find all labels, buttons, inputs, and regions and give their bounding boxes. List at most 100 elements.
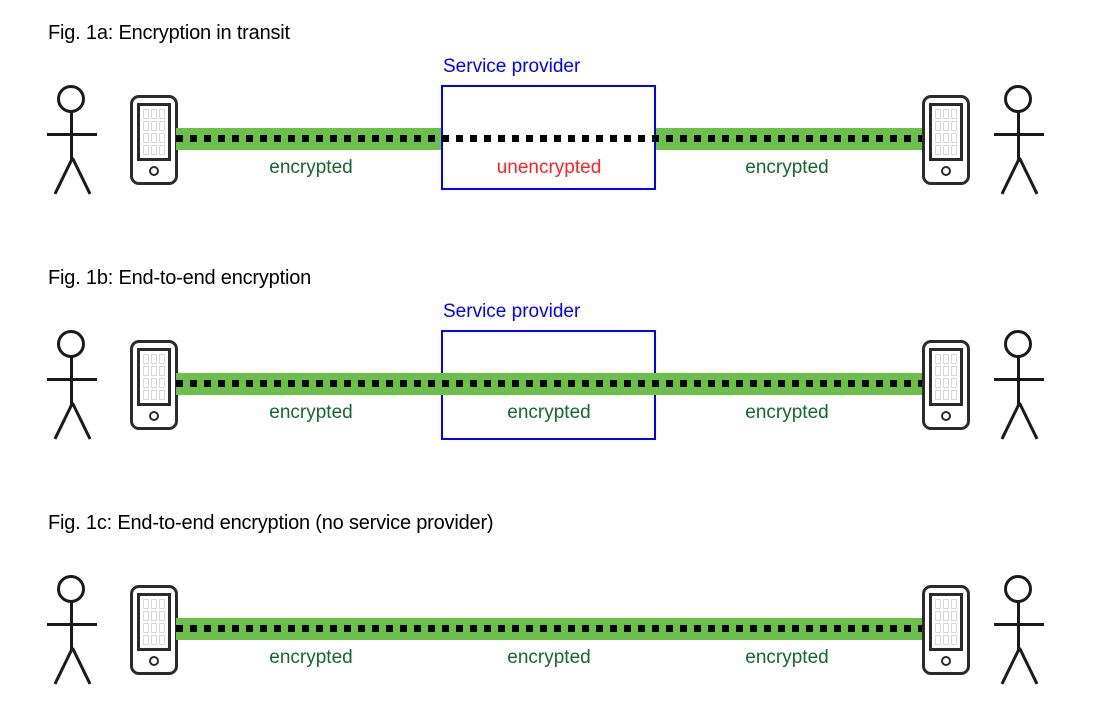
phone-screen <box>929 348 963 406</box>
app-icon <box>159 611 165 621</box>
app-icon <box>951 133 957 143</box>
app-icon <box>951 366 957 376</box>
app-icon <box>159 145 165 155</box>
figure-1b-service-provider-label: Service provider <box>443 301 581 322</box>
app-icon <box>951 378 957 388</box>
app-icon <box>159 366 165 376</box>
app-icon <box>159 635 165 645</box>
app-icon <box>143 366 149 376</box>
app-icon <box>951 145 957 155</box>
figure-1b-caption-right: encrypted <box>745 402 829 423</box>
arms-line <box>47 378 97 381</box>
figure-1a: Fig. 1a: Encryption in transit Service p… <box>0 0 1100 240</box>
app-icon <box>935 145 941 155</box>
leg-left-line <box>1000 157 1021 195</box>
app-icon <box>159 109 165 119</box>
figure-1c-user-right <box>988 575 1050 685</box>
app-icon <box>951 109 957 119</box>
app-icon <box>935 354 941 364</box>
head-icon <box>57 575 85 603</box>
arms-line <box>994 623 1044 626</box>
app-icon <box>143 611 149 621</box>
phone-screen <box>137 348 171 406</box>
phone-screen <box>929 103 963 161</box>
phone-screen <box>137 593 171 651</box>
figure-1c-caption-right: encrypted <box>745 647 829 668</box>
app-icon <box>159 378 165 388</box>
figure-1a-service-provider-label: Service provider <box>443 56 581 77</box>
phone-screen <box>137 103 171 161</box>
app-icon <box>151 354 157 364</box>
app-icon <box>151 599 157 609</box>
figure-1a-caption-left: encrypted <box>269 157 353 178</box>
app-icon <box>151 623 157 633</box>
figure-1c-caption-left: encrypted <box>269 647 353 668</box>
torso-line <box>1017 602 1020 650</box>
head-icon <box>1004 85 1032 113</box>
phone-home-button-icon <box>941 166 951 176</box>
app-icon <box>943 109 949 119</box>
app-icon <box>943 145 949 155</box>
leg-left-line <box>1000 402 1021 440</box>
app-icon <box>159 623 165 633</box>
arms-line <box>47 623 97 626</box>
app-icon <box>951 390 957 400</box>
app-icon <box>159 354 165 364</box>
app-icon <box>935 635 941 645</box>
figure-1c-phone-right <box>922 585 970 675</box>
app-icon <box>943 366 949 376</box>
app-icon <box>159 121 165 131</box>
figure-1c: Fig. 1c: End-to-end encryption (no servi… <box>0 495 1100 714</box>
app-icon <box>143 121 149 131</box>
figure-1c-data-line <box>176 625 922 632</box>
app-icon <box>935 109 941 119</box>
figure-1b: Fig. 1b: End-to-end encryption Service p… <box>0 245 1100 490</box>
arms-line <box>994 133 1044 136</box>
figure-1a-phone-right <box>922 95 970 185</box>
app-icon <box>943 599 949 609</box>
figure-1c-caption-middle: encrypted <box>507 647 591 668</box>
app-icon <box>935 366 941 376</box>
leg-right-line <box>71 402 92 440</box>
app-icon <box>943 378 949 388</box>
app-icon <box>935 390 941 400</box>
app-icon <box>151 366 157 376</box>
app-icon <box>159 133 165 143</box>
app-icon <box>943 121 949 131</box>
app-icon <box>159 390 165 400</box>
torso-line <box>70 357 73 405</box>
figure-1b-title: Fig. 1b: End-to-end encryption <box>48 267 312 289</box>
app-icon <box>151 145 157 155</box>
app-icon <box>143 378 149 388</box>
figure-1a-phone-left <box>130 95 178 185</box>
app-icon <box>143 599 149 609</box>
phone-home-button-icon <box>149 656 159 666</box>
figure-1a-caption-right: encrypted <box>745 157 829 178</box>
app-icon <box>143 145 149 155</box>
leg-left-line <box>53 647 74 685</box>
app-icon <box>151 109 157 119</box>
head-icon <box>1004 575 1032 603</box>
leg-right-line <box>1018 402 1039 440</box>
figure-1a-user-right <box>988 85 1050 195</box>
app-icon <box>143 390 149 400</box>
figure-1c-title: Fig. 1c: End-to-end encryption (no servi… <box>48 512 494 534</box>
app-icon <box>935 599 941 609</box>
app-icon <box>951 611 957 621</box>
head-icon <box>57 85 85 113</box>
app-icon <box>935 133 941 143</box>
app-icon <box>943 390 949 400</box>
figure-1b-user-left <box>41 330 103 440</box>
app-icon <box>943 623 949 633</box>
app-icon <box>943 133 949 143</box>
app-icon <box>935 611 941 621</box>
app-icon <box>151 133 157 143</box>
head-icon <box>57 330 85 358</box>
phone-home-button-icon <box>149 166 159 176</box>
head-icon <box>1004 330 1032 358</box>
leg-left-line <box>53 402 74 440</box>
figure-1b-caption-left: encrypted <box>269 402 353 423</box>
phone-home-button-icon <box>941 656 951 666</box>
app-icon <box>943 611 949 621</box>
app-icon <box>151 121 157 131</box>
